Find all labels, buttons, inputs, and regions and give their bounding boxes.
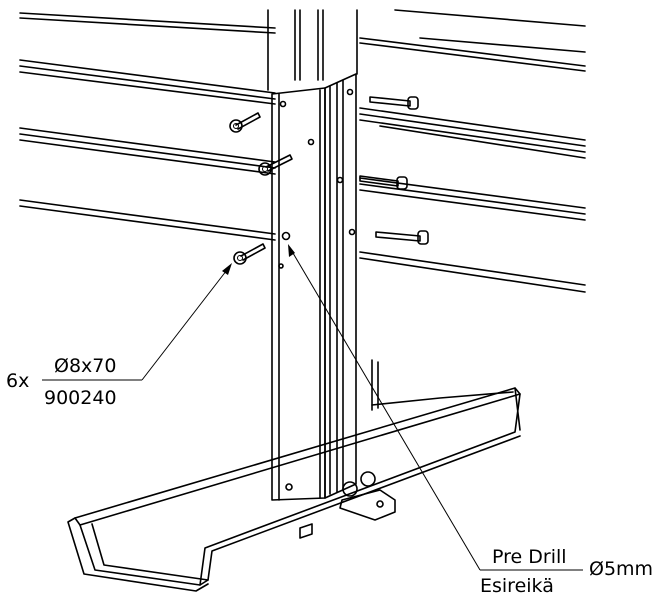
wall-panels <box>19 9 586 293</box>
screw-size: Ø8x70 <box>54 355 116 377</box>
post-bracket <box>271 73 357 501</box>
screw-callout: 6x Ø8x70 900240 <box>6 263 232 409</box>
screw-part-number: 900240 <box>44 387 117 409</box>
screw-right-2 <box>359 175 408 190</box>
post-channel <box>267 9 358 91</box>
drill-callout: Pre Drill Esireikä Ø5mm <box>288 244 653 597</box>
screw-left-2 <box>258 154 293 176</box>
drill-label-fi: Esireikä <box>480 575 554 597</box>
base-tray <box>67 359 521 592</box>
screw-right-1 <box>369 96 419 110</box>
screw-left-1 <box>229 112 261 133</box>
drill-label-en: Pre Drill <box>492 546 567 568</box>
drill-diameter: Ø5mm <box>589 558 653 580</box>
foot-bracket <box>299 471 396 539</box>
screw-right-3 <box>375 230 429 245</box>
screw-left-3 <box>233 243 266 265</box>
screw-quantity: 6x <box>6 370 29 392</box>
